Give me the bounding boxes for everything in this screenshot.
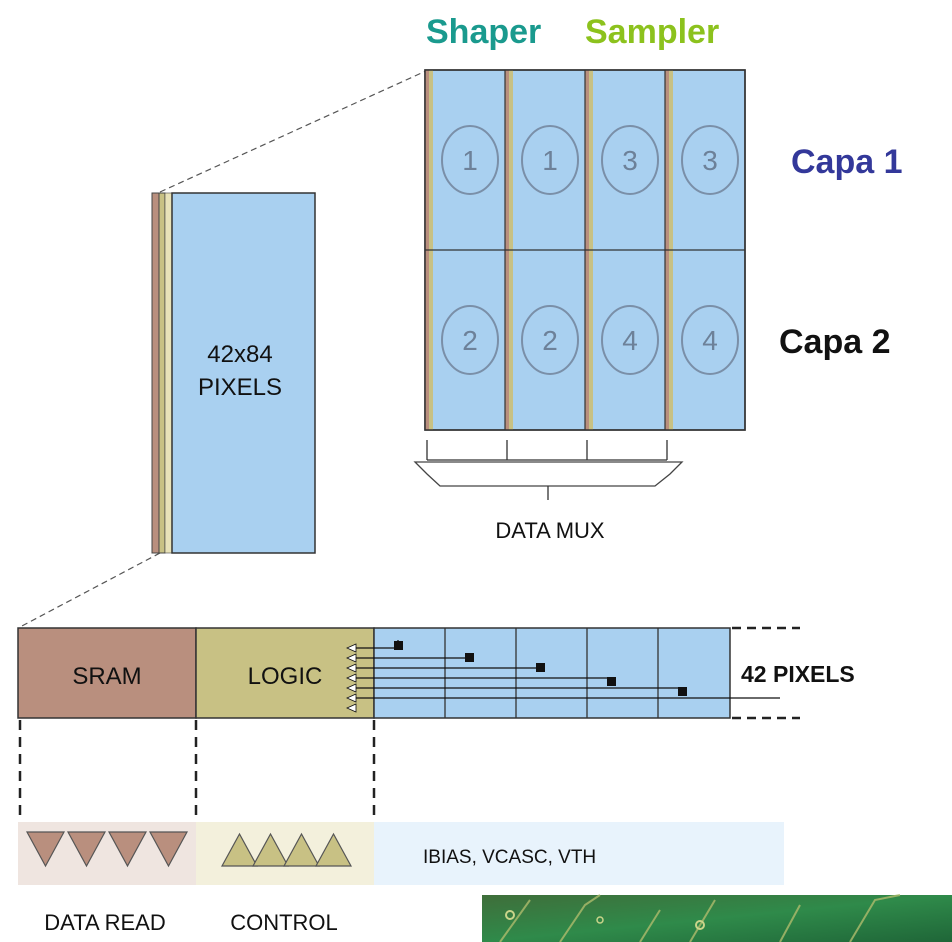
cell-number-top-1: 1 [462,145,478,176]
bias-box [374,822,784,885]
cell-number-top-2: 1 [542,145,558,176]
data-mux-label: DATA MUX [495,518,605,543]
pixel-column [151,192,316,554]
sampler-title: Sampler [585,13,719,51]
cell-circle [681,125,739,195]
shaper-title: Shaper [426,13,541,51]
data-read-triangles [25,831,189,868]
cell-circle [521,305,579,375]
pixel-node [465,653,474,662]
cell-circle [441,125,499,195]
pixel-node [394,641,403,650]
cell-circle [441,305,499,375]
cell-number-bottom-3: 4 [622,325,638,356]
readout-strip [17,626,800,720]
zoom-line-top [159,69,429,193]
column-sram-strip [151,192,160,554]
column-logic-strip [158,192,166,554]
grid-cells: 1 1 3 3 2 2 4 4 [441,125,739,375]
cell-number-top-3: 3 [622,145,638,176]
zoom-line-bottom [19,552,161,628]
data-mux [413,440,684,500]
capa1-label: Capa 1 [791,143,903,181]
dashed-dividers [18,720,376,820]
control-box [196,822,374,885]
cell-circle [601,125,659,195]
logic-label: LOGIC [248,663,323,690]
cell-number-bottom-2: 2 [542,325,558,356]
cell-circle [521,125,579,195]
logic-block [195,627,375,719]
control-triangles [220,832,353,867]
circuit-board-photo [482,894,952,942]
column-pixel-area [171,192,316,554]
cell-circle [601,305,659,375]
column-edge-strip [164,192,173,554]
control-label: CONTROL [230,910,338,935]
pixel-node [536,663,545,672]
pixel-grid [424,69,746,431]
cell-number-bottom-4: 4 [702,325,718,356]
pixels-count-label: 42 PIXELS [741,661,855,687]
data-read-label: DATA READ [44,910,165,935]
strip-pixel-area [373,627,731,719]
pixel-block-line2: PIXELS [198,374,282,401]
bias-label: IBIAS, VCASC, VTH [423,847,596,868]
pixel-node [678,687,687,696]
sram-label: SRAM [72,663,141,690]
capa2-label: Capa 2 [779,323,891,361]
pixel-block-line1: 42x84 [207,341,272,368]
cell-circle [681,305,739,375]
cell-number-bottom-1: 2 [462,325,478,356]
pixel-node [607,677,616,686]
cell-number-top-4: 3 [702,145,718,176]
